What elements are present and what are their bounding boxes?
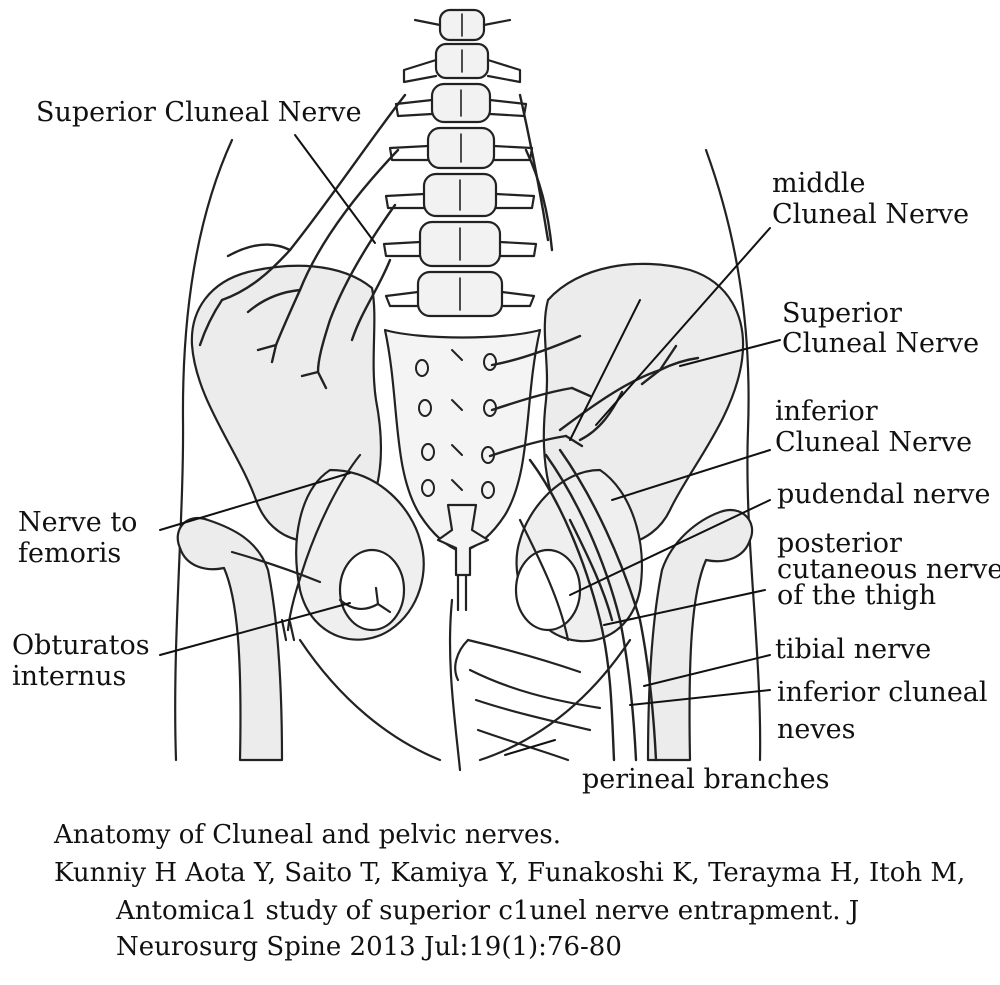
- left-obturator-foramen: [338, 548, 406, 632]
- gluteal-cleft: [448, 598, 462, 772]
- leader-obturatos: [159, 602, 351, 656]
- left-femur: [176, 517, 284, 762]
- pudendal-perineal-branches: [454, 518, 602, 762]
- label-superior-cluneal-right-1: Superior: [782, 298, 902, 329]
- label-inferior-cluneal-1: inferior: [775, 396, 878, 427]
- leader-middle-cluneal: [595, 227, 771, 426]
- label-posterior-cutaneous-2: cutaneous nerve: [777, 554, 1000, 585]
- label-superior-cluneal-left: Superior Cluneal Nerve: [36, 97, 362, 128]
- label-tibial: tibial nerve: [775, 634, 932, 665]
- label-nerve-to-femoris-2: femoris: [18, 538, 122, 569]
- right-buttock-crease: [478, 638, 632, 762]
- caption-journal: Neurosurg Spine 2013 Jul:19(1):76-80: [116, 932, 622, 962]
- torso-outline-left: [174, 138, 234, 762]
- label-pudendal: pudendal nerve: [777, 479, 991, 510]
- caption-article: Antomica1 study of superior c1unel nerve…: [116, 896, 860, 926]
- label-obturatos-1: Obturatos: [12, 630, 150, 661]
- right-femur: [646, 509, 754, 762]
- label-inferior-cluneal-neves-2: neves: [777, 714, 856, 745]
- label-middle-cluneal-1: middle: [772, 168, 866, 199]
- right-obturator-foramen: [514, 548, 582, 632]
- leader-inferior-cluneal-neves: [629, 689, 771, 706]
- leader-tibial: [643, 654, 771, 687]
- label-obturatos-2: internus: [12, 661, 127, 692]
- left-hip-nerves: [230, 453, 392, 642]
- sacral-foramina: [415, 349, 497, 499]
- label-middle-cluneal-2: Cluneal Nerve: [772, 199, 970, 230]
- label-posterior-cutaneous-1: posterior: [777, 528, 902, 559]
- leader-posterior-cutaneous: [603, 589, 766, 626]
- label-inferior-cluneal-2: Cluneal Nerve: [775, 427, 973, 458]
- leader-pudendal: [569, 499, 771, 596]
- caption-authors: Kunniy H Aota Y, Saito T, Kamiya Y, Funa…: [54, 858, 966, 888]
- spinous-processes: [459, 13, 463, 311]
- middle-cluneal-nerves: [488, 334, 592, 458]
- leader-perineal: [504, 739, 556, 756]
- coccyx: [436, 503, 490, 577]
- leader-superior-cluneal-right: [679, 339, 781, 367]
- sacrum: [383, 328, 542, 554]
- sciatic-nerve-trunk: [528, 448, 658, 762]
- transverse-processes: [382, 18, 538, 308]
- caption-title: Anatomy of Cluneal and pelvic nerves.: [54, 820, 562, 850]
- label-nerve-to-femoris-1: Nerve to: [18, 507, 138, 538]
- label-posterior-cutaneous-3: of the thigh: [777, 580, 937, 611]
- label-superior-cluneal-right-2: Cluneal Nerve: [782, 328, 980, 359]
- left-buttock-crease: [298, 638, 442, 762]
- torso-outline-right: [704, 148, 762, 762]
- left-superior-cluneal-nerves: [198, 93, 407, 390]
- label-inferior-cluneal-neves-1: inferior cluneal: [777, 677, 988, 708]
- leader-middle-cluneal-2: [569, 299, 641, 441]
- leader-nerve-to-femoris: [159, 472, 351, 531]
- label-perineal: perineal branches: [582, 764, 830, 795]
- vertebral-column: [416, 8, 504, 318]
- leader-lines: [159, 134, 781, 756]
- leader-superior-cluneal-left: [294, 134, 376, 244]
- leader-inferior-cluneal: [611, 449, 771, 501]
